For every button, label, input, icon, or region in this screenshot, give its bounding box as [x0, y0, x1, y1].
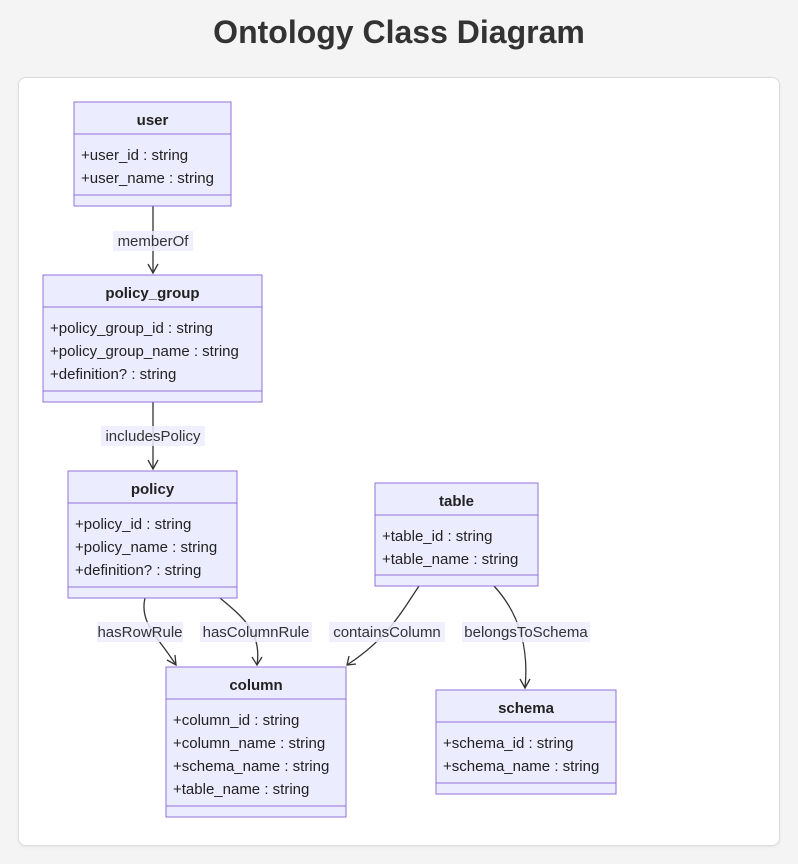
class-attribute: +policy_name : string	[75, 539, 217, 556]
class-attribute: +schema_name : string	[443, 758, 599, 775]
class-attribute: +column_id : string	[173, 712, 299, 729]
class-attribute: +schema_id : string	[443, 735, 573, 752]
svg-text:belongsToSchema: belongsToSchema	[464, 624, 588, 641]
class-column: column +column_id : string +column_name …	[165, 666, 347, 818]
svg-text:containsColumn: containsColumn	[333, 624, 441, 641]
class-policy: policy +policy_id : string +policy_name …	[67, 470, 238, 599]
class-user: user +user_id : string +user_name : stri…	[73, 101, 232, 207]
class-attribute: +definition? : string	[50, 366, 176, 383]
class-attribute: +table_id : string	[382, 528, 493, 545]
svg-text:hasRowRule: hasRowRule	[97, 624, 182, 641]
svg-text:includesPolicy: includesPolicy	[105, 428, 201, 445]
class-attribute: +definition? : string	[75, 562, 201, 579]
class-attribute: +policy_group_id : string	[50, 320, 213, 337]
class-attribute: +policy_group_name : string	[50, 343, 239, 360]
class-attribute: +column_name : string	[173, 735, 325, 752]
class-diagram: memberOf includesPolicy hasRowRule hasCo…	[42, 101, 617, 818]
edge-label-has-row-rule: hasRowRule	[97, 622, 183, 642]
edge-label-member-of: memberOf	[113, 231, 193, 251]
svg-text:memberOf: memberOf	[118, 233, 190, 250]
class-policy-group: policy_group +policy_group_id : string +…	[42, 274, 263, 403]
page-title: Ontology Class Diagram	[213, 14, 585, 50]
class-name: schema	[498, 700, 555, 717]
edge-label-has-column-rule: hasColumnRule	[200, 622, 312, 642]
class-attribute: +user_name : string	[81, 170, 214, 187]
class-table: table +table_id : string +table_name : s…	[374, 482, 539, 587]
edge-label-includes-policy: includesPolicy	[101, 426, 205, 446]
edge-label-belongs-to-schema: belongsToSchema	[462, 622, 590, 642]
class-attribute: +user_id : string	[81, 147, 188, 164]
class-attribute: +table_name : string	[382, 551, 518, 568]
diagram-card: memberOf includesPolicy hasRowRule hasCo…	[18, 77, 780, 846]
class-name: column	[229, 677, 282, 694]
class-attribute: +policy_id : string	[75, 516, 191, 533]
class-schema: schema +schema_id : string +schema_name …	[435, 689, 617, 795]
class-name: policy_group	[105, 285, 199, 302]
class-attribute: +schema_name : string	[173, 758, 329, 775]
class-name: user	[137, 112, 169, 129]
edge-label-contains-column: containsColumn	[329, 622, 445, 642]
svg-text:hasColumnRule: hasColumnRule	[203, 624, 310, 641]
class-name: table	[439, 493, 474, 510]
class-name: policy	[131, 481, 175, 498]
class-attribute: +table_name : string	[173, 781, 309, 798]
